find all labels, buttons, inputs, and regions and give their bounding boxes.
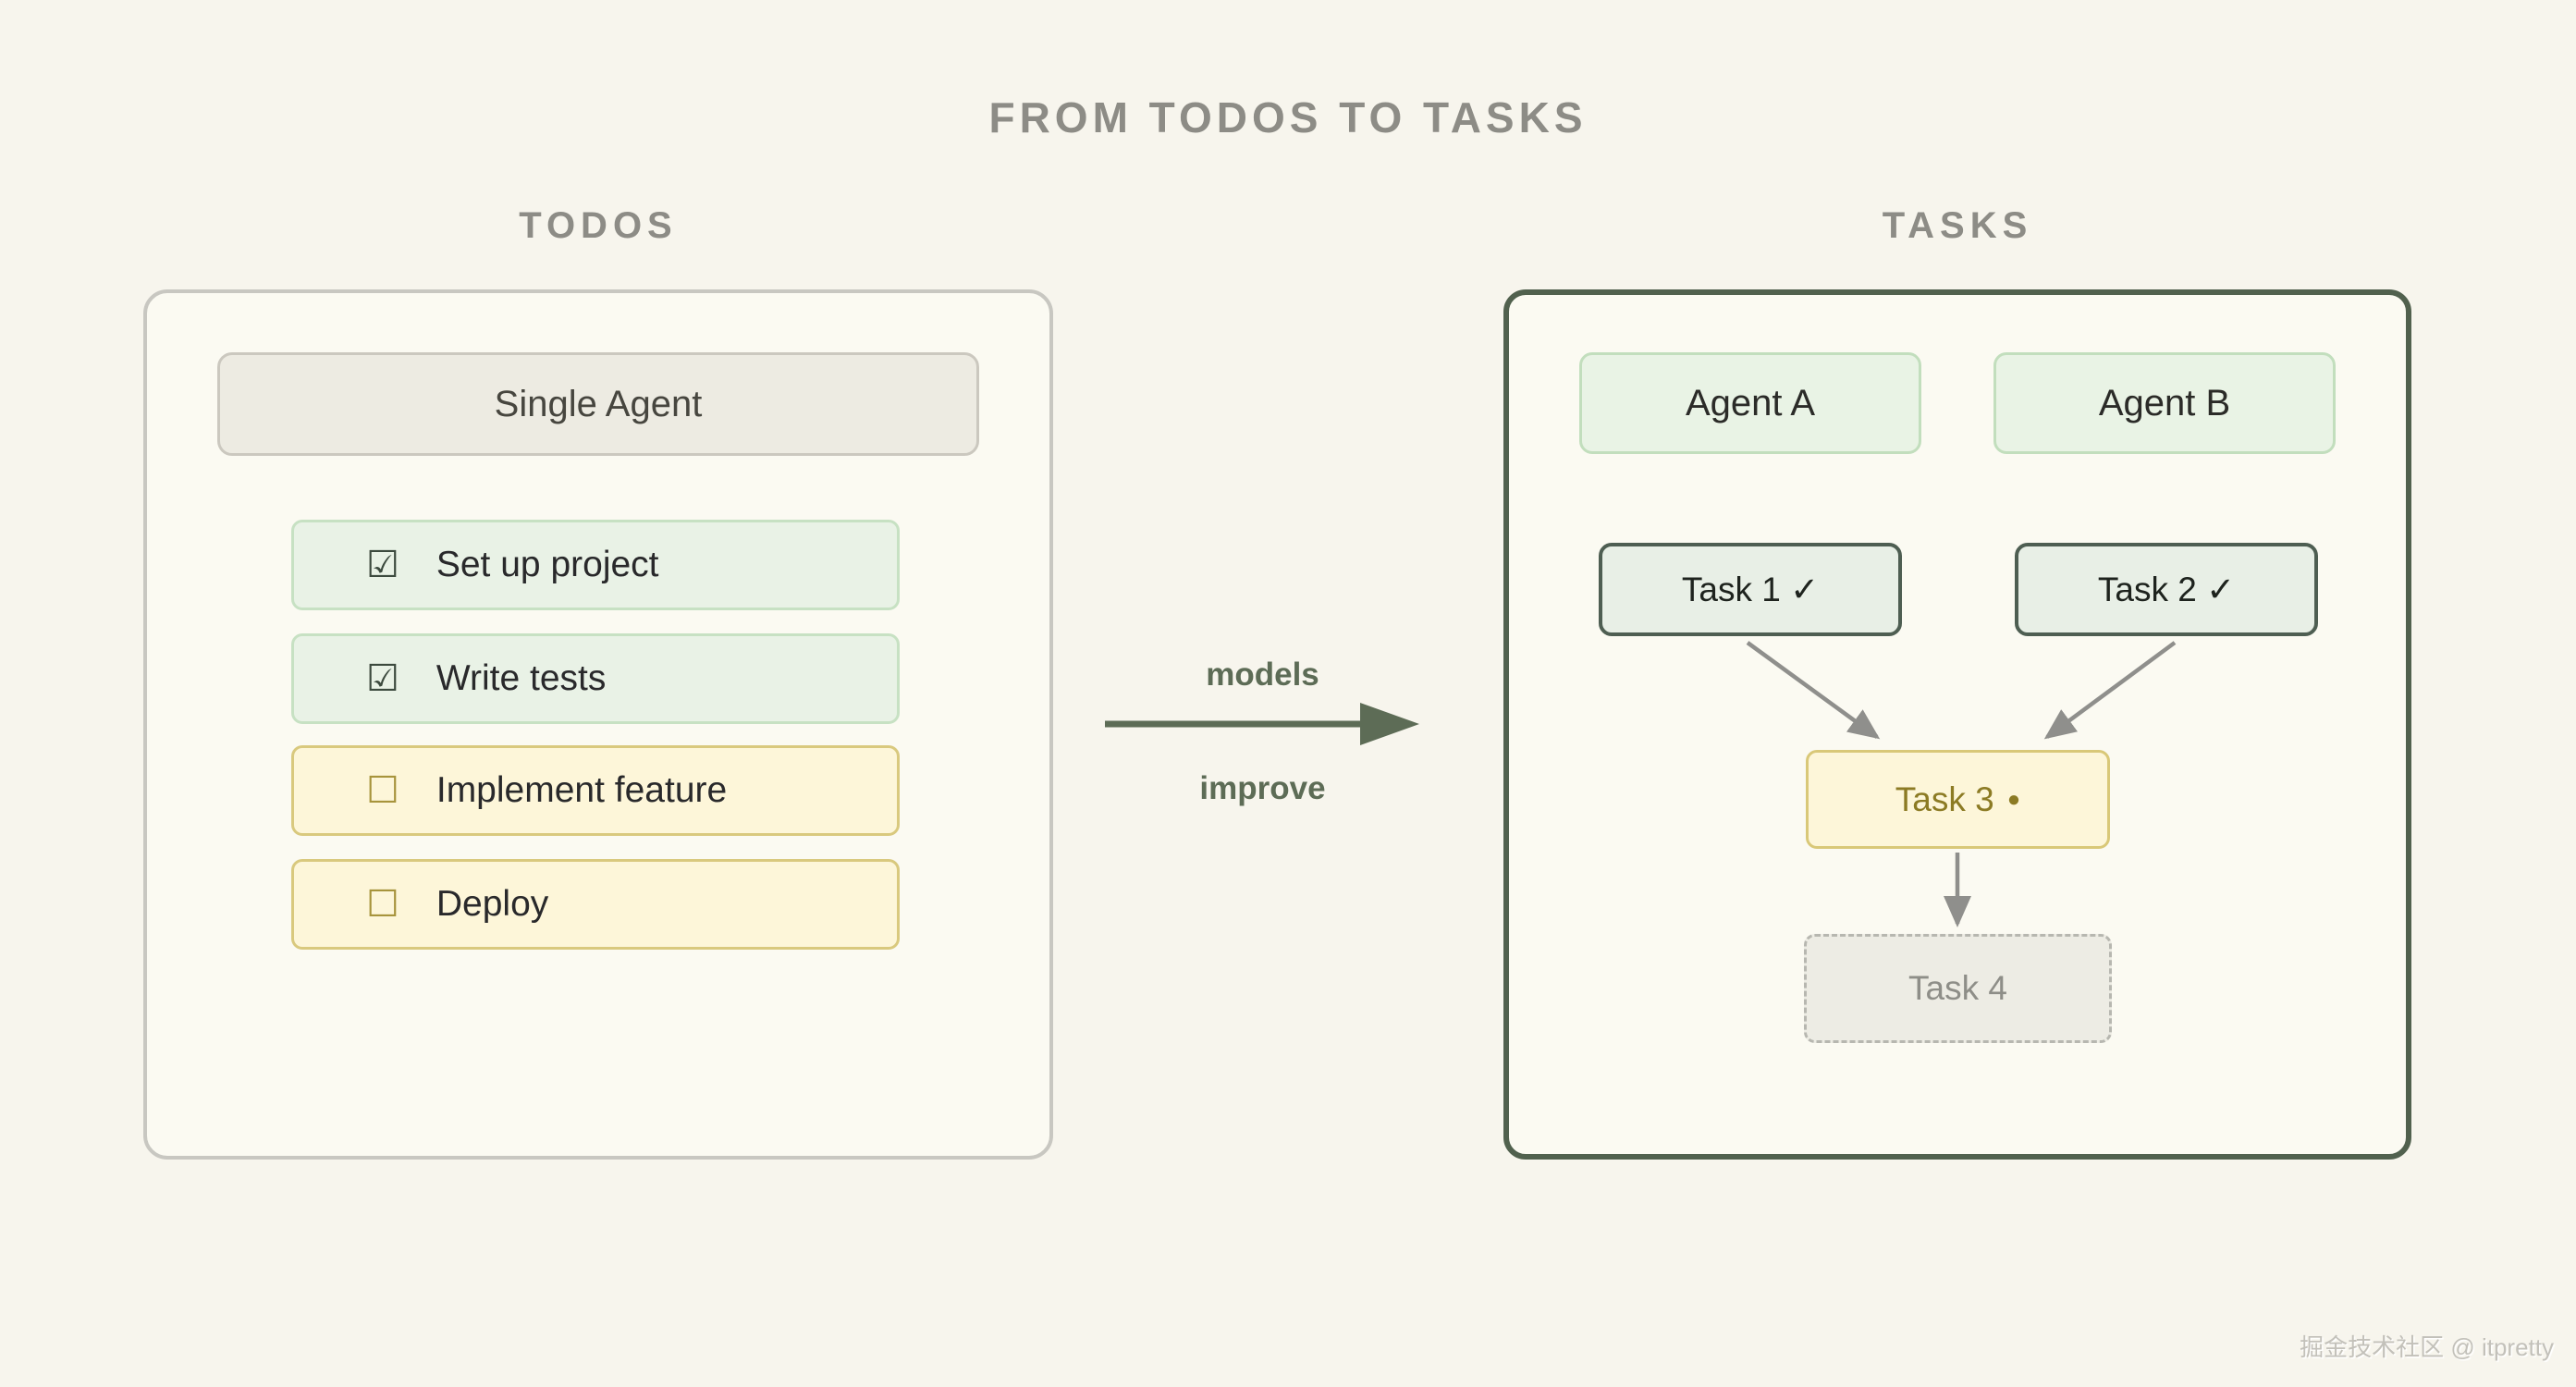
- tasks-heading: TASKS: [1882, 205, 2033, 246]
- in-progress-dot-icon: ●: [2006, 786, 2021, 812]
- todos-heading: TODOS: [519, 205, 678, 246]
- todo-item-label: Implement feature: [435, 770, 728, 810]
- transition-group: models improve: [1103, 647, 1422, 809]
- tasks-panel: Agent A Agent B Task 1 ✓ Task 2 ✓ Task 3…: [1503, 289, 2411, 1160]
- single-agent-box: Single Agent: [217, 352, 979, 456]
- task-node-4: Task 4: [1804, 934, 2112, 1043]
- unchecked-checkbox-icon: ☐: [366, 884, 399, 925]
- unchecked-checkbox-icon: ☐: [366, 770, 399, 811]
- todo-item-label: Set up project: [435, 545, 659, 584]
- task-2-label: Task 2 ✓: [2097, 571, 2236, 608]
- task-node-1: Task 1 ✓: [1599, 543, 1902, 636]
- task-1-label: Task 1 ✓: [1681, 571, 1820, 608]
- task-4-label: Task 4: [1908, 969, 2007, 1007]
- todo-item-deploy: ☐ Deploy: [291, 859, 900, 950]
- agent-a-box: Agent A: [1579, 352, 1921, 454]
- page-title: FROM TODOS TO TASKS: [988, 93, 1588, 141]
- todo-item-write-tests: ☑ Write tests: [291, 633, 900, 724]
- task-3-label: Task 3: [1895, 779, 1994, 818]
- task-connector-arrows: [1746, 641, 2177, 927]
- models-label: models: [1206, 657, 1319, 693]
- checked-checkbox-icon: ☑: [366, 658, 399, 699]
- todo-item-label: Deploy: [435, 884, 549, 924]
- agent-b-box: Agent B: [1993, 352, 2336, 454]
- task-node-3: Task 3 ●: [1806, 750, 2110, 849]
- todo-item-label: Write tests: [435, 658, 607, 698]
- todo-item-set-up-project: ☑ Set up project: [291, 520, 900, 610]
- task-node-2: Task 2 ✓: [2015, 543, 2318, 636]
- right-arrow-icon: [1105, 703, 1419, 745]
- improve-label: improve: [1199, 770, 1326, 806]
- watermark: 掘金技术社区 @ itpretty: [2300, 1333, 2554, 1361]
- todos-panel: Single Agent ☑ Set up project ☑ Write te…: [143, 289, 1053, 1160]
- agent-a-label: Agent A: [1685, 382, 1816, 423]
- todo-item-implement-feature: ☐ Implement feature: [291, 745, 900, 836]
- checked-checkbox-icon: ☑: [366, 545, 399, 585]
- agent-b-label: Agent B: [2098, 382, 2231, 423]
- single-agent-label: Single Agent: [494, 383, 703, 424]
